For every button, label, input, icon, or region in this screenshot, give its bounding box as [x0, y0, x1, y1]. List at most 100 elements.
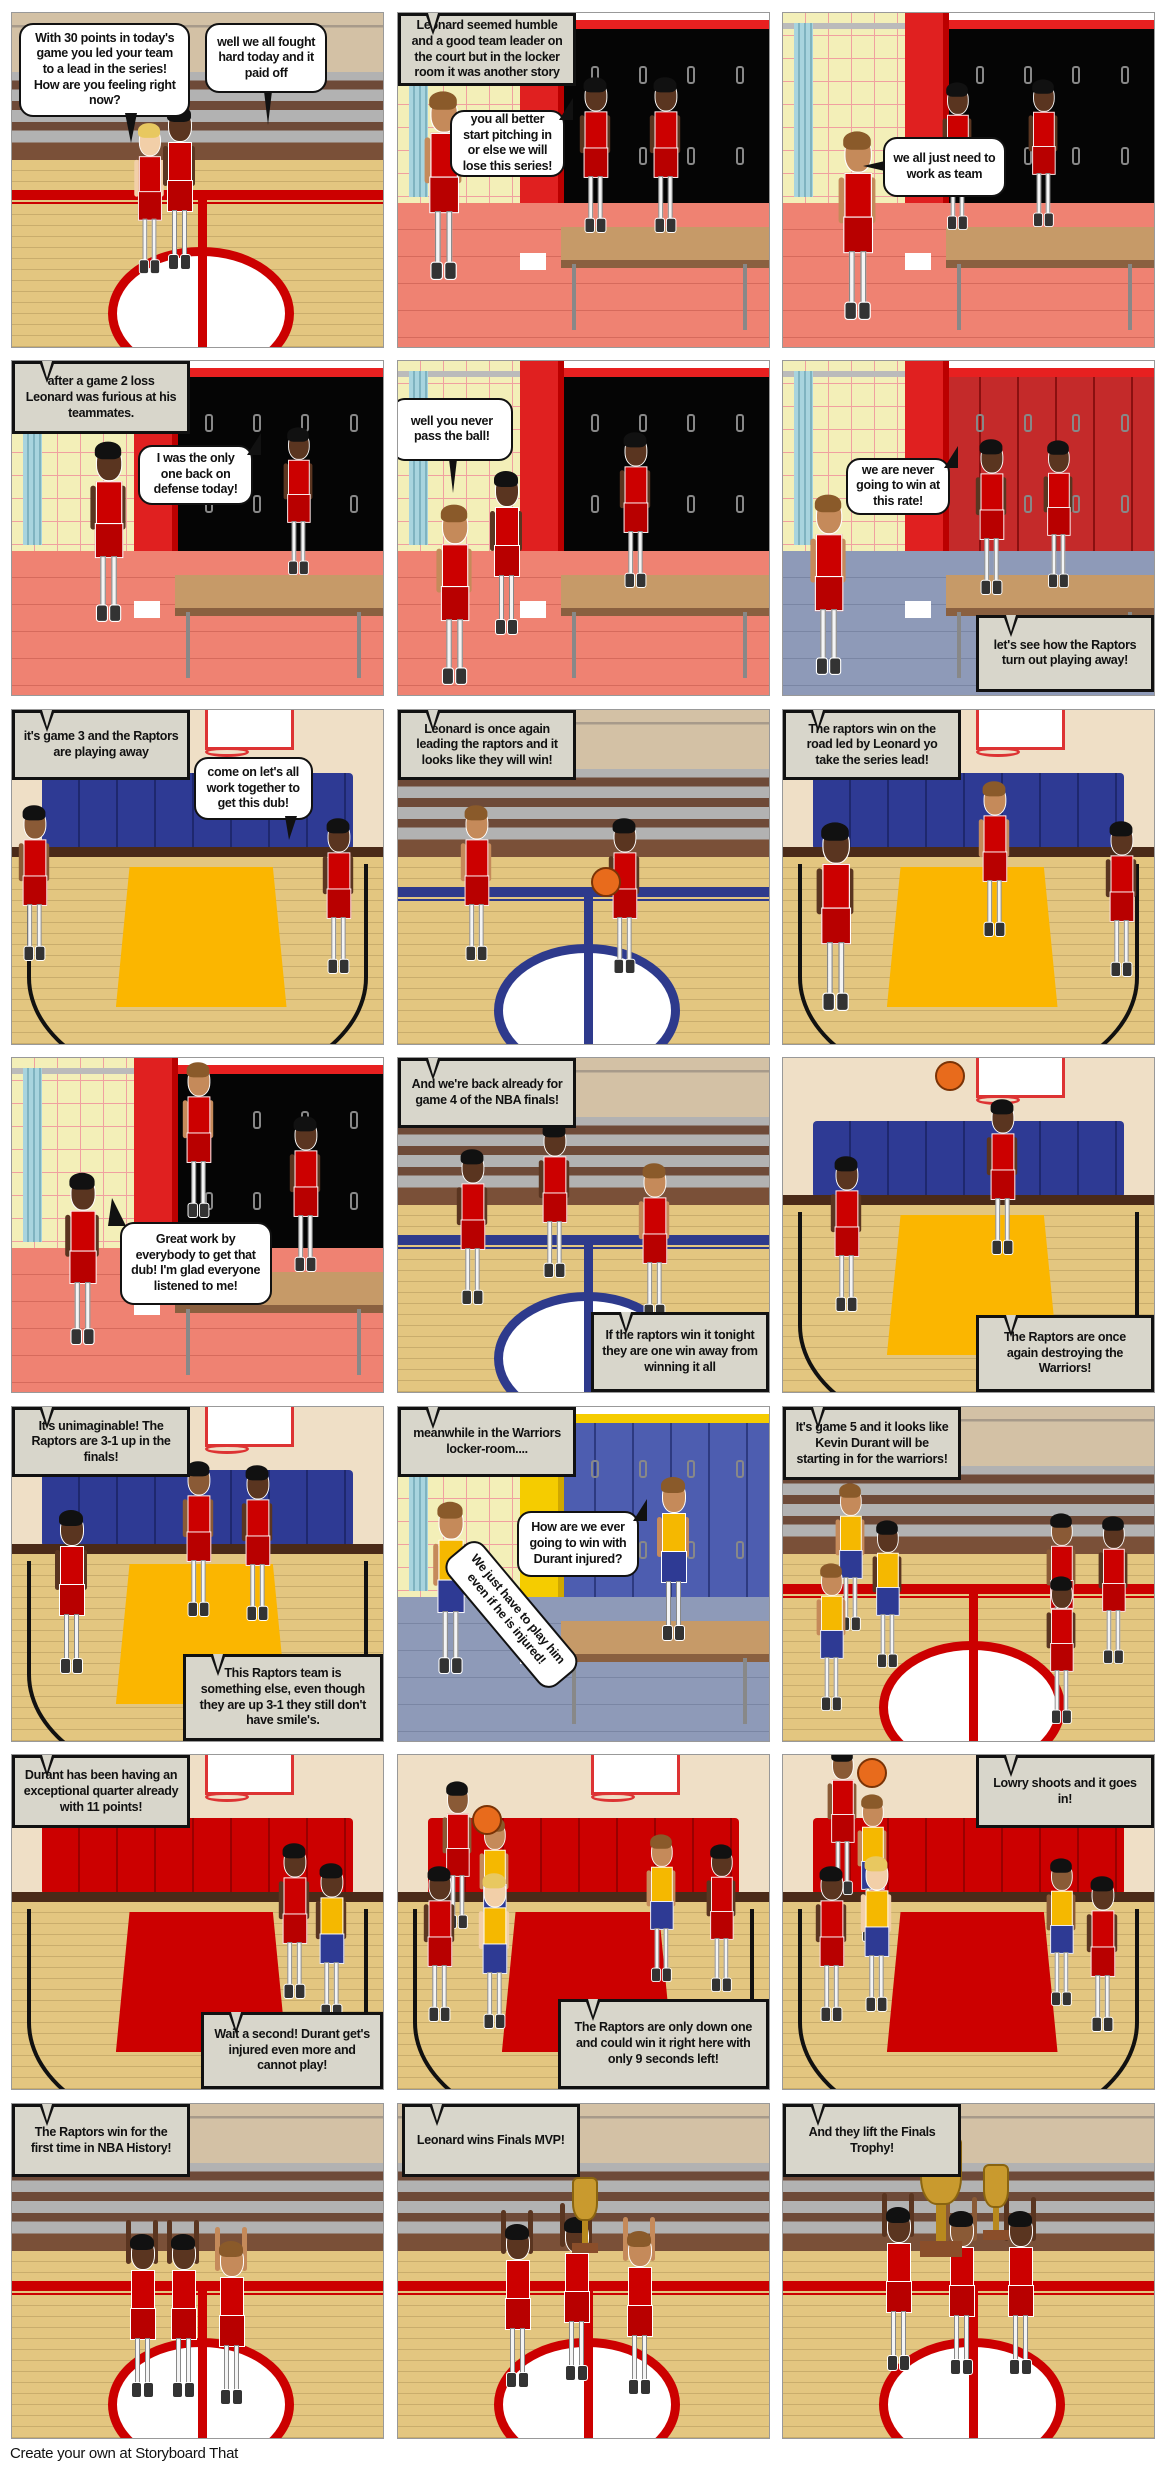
arm [120, 485, 127, 530]
leg [819, 608, 826, 662]
leg [185, 2337, 191, 2386]
leg [445, 211, 452, 267]
leg [1113, 920, 1119, 966]
backboard [204, 710, 294, 751]
arm [942, 118, 948, 155]
arm [456, 1187, 462, 1226]
hair [460, 1149, 484, 1165]
narration-caption: This Raptors team is something else, eve… [182, 1654, 383, 1741]
raptors-player [54, 1510, 88, 1675]
shorts [460, 1219, 486, 1251]
arm [816, 1599, 822, 1636]
speech-bubble: well we all fought hard today and it pai… [204, 23, 328, 126]
hair [660, 1476, 685, 1493]
bench-leg [186, 1308, 191, 1376]
arm [442, 1817, 448, 1854]
shoe [187, 1602, 198, 1618]
jersey [465, 838, 489, 879]
leg [1095, 1975, 1101, 2021]
arm [649, 115, 655, 154]
leg [142, 218, 148, 263]
storyboard-that-credit-link[interactable]: Create your own at Storyboard That [10, 2445, 238, 2462]
arm [859, 1519, 865, 1556]
locker-handle [639, 66, 648, 85]
hair [245, 1464, 269, 1481]
bench-leg [357, 611, 362, 679]
bench-leg [743, 611, 748, 679]
basketball [590, 866, 621, 897]
arm [1071, 1549, 1076, 1586]
hair [624, 432, 647, 448]
speech-bubble-tail [633, 1493, 648, 1521]
shoe [96, 603, 109, 622]
shoe [613, 958, 625, 974]
comic-panel-18: Lowry shoots and it goes in! [782, 1754, 1155, 2090]
hair [186, 1062, 209, 1078]
bench [561, 226, 769, 269]
shoe [1110, 962, 1121, 978]
comic-panel-3: we all just need to work as team [782, 12, 1155, 348]
shoe [1021, 2358, 1033, 2375]
arm [159, 159, 164, 197]
shorts [612, 888, 638, 919]
shower-curtain [794, 371, 813, 545]
jersey [187, 1495, 210, 1536]
leg [298, 1214, 304, 1261]
shorts [838, 1549, 863, 1579]
basketball [857, 1758, 888, 1789]
shoe [666, 218, 677, 234]
shoe [1047, 573, 1058, 589]
shorts [186, 1531, 211, 1563]
arm [579, 115, 585, 154]
leg [1104, 1975, 1110, 2021]
locker-handle [349, 414, 358, 433]
shoe [822, 992, 835, 1011]
arm [1112, 1914, 1118, 1953]
raptors-player [278, 1843, 310, 1999]
leg [1054, 1670, 1060, 1714]
leg [1051, 534, 1056, 578]
leg [509, 2327, 515, 2376]
arm [1046, 1612, 1052, 1649]
arm [465, 548, 472, 593]
leg [901, 2311, 906, 2360]
leg [478, 903, 484, 950]
raptors-player [1003, 2196, 1037, 2375]
leg [1106, 1610, 1112, 1654]
half-court-line [583, 2291, 593, 2438]
shorts [1102, 1583, 1126, 1612]
hair [504, 2223, 529, 2240]
trophy-stem [582, 2221, 589, 2244]
leg [964, 2314, 970, 2363]
arm [241, 1502, 247, 1541]
leg [508, 574, 514, 623]
bench-leg [357, 1308, 362, 1376]
shorts [504, 2297, 531, 2330]
shoe [109, 603, 122, 622]
shoe [995, 921, 1006, 938]
shoe [441, 667, 454, 685]
shoe [850, 1616, 861, 1631]
shoe [577, 2365, 589, 2382]
arm [65, 1215, 71, 1258]
narration-caption: The Raptors are once again destroying th… [975, 1315, 1154, 1392]
shorts [564, 2291, 591, 2324]
shorts [446, 1847, 470, 1877]
narration-caption: The raptors win on the road led by Leona… [783, 710, 962, 781]
raptors-player [827, 1755, 858, 1896]
shoe [821, 1696, 832, 1711]
arm [683, 1516, 689, 1557]
hair [838, 1483, 861, 1498]
arm [1067, 476, 1072, 513]
hoop-rim [590, 1791, 636, 1802]
jersey [294, 1150, 318, 1191]
leg [74, 1614, 80, 1663]
arm [634, 856, 640, 895]
speech-bubble-tail [263, 91, 272, 126]
arm [538, 1160, 544, 1199]
arm [664, 1200, 670, 1239]
shorts [983, 851, 1008, 883]
arm [979, 819, 985, 858]
raptors-player [1046, 1576, 1077, 1725]
leg [111, 555, 118, 609]
